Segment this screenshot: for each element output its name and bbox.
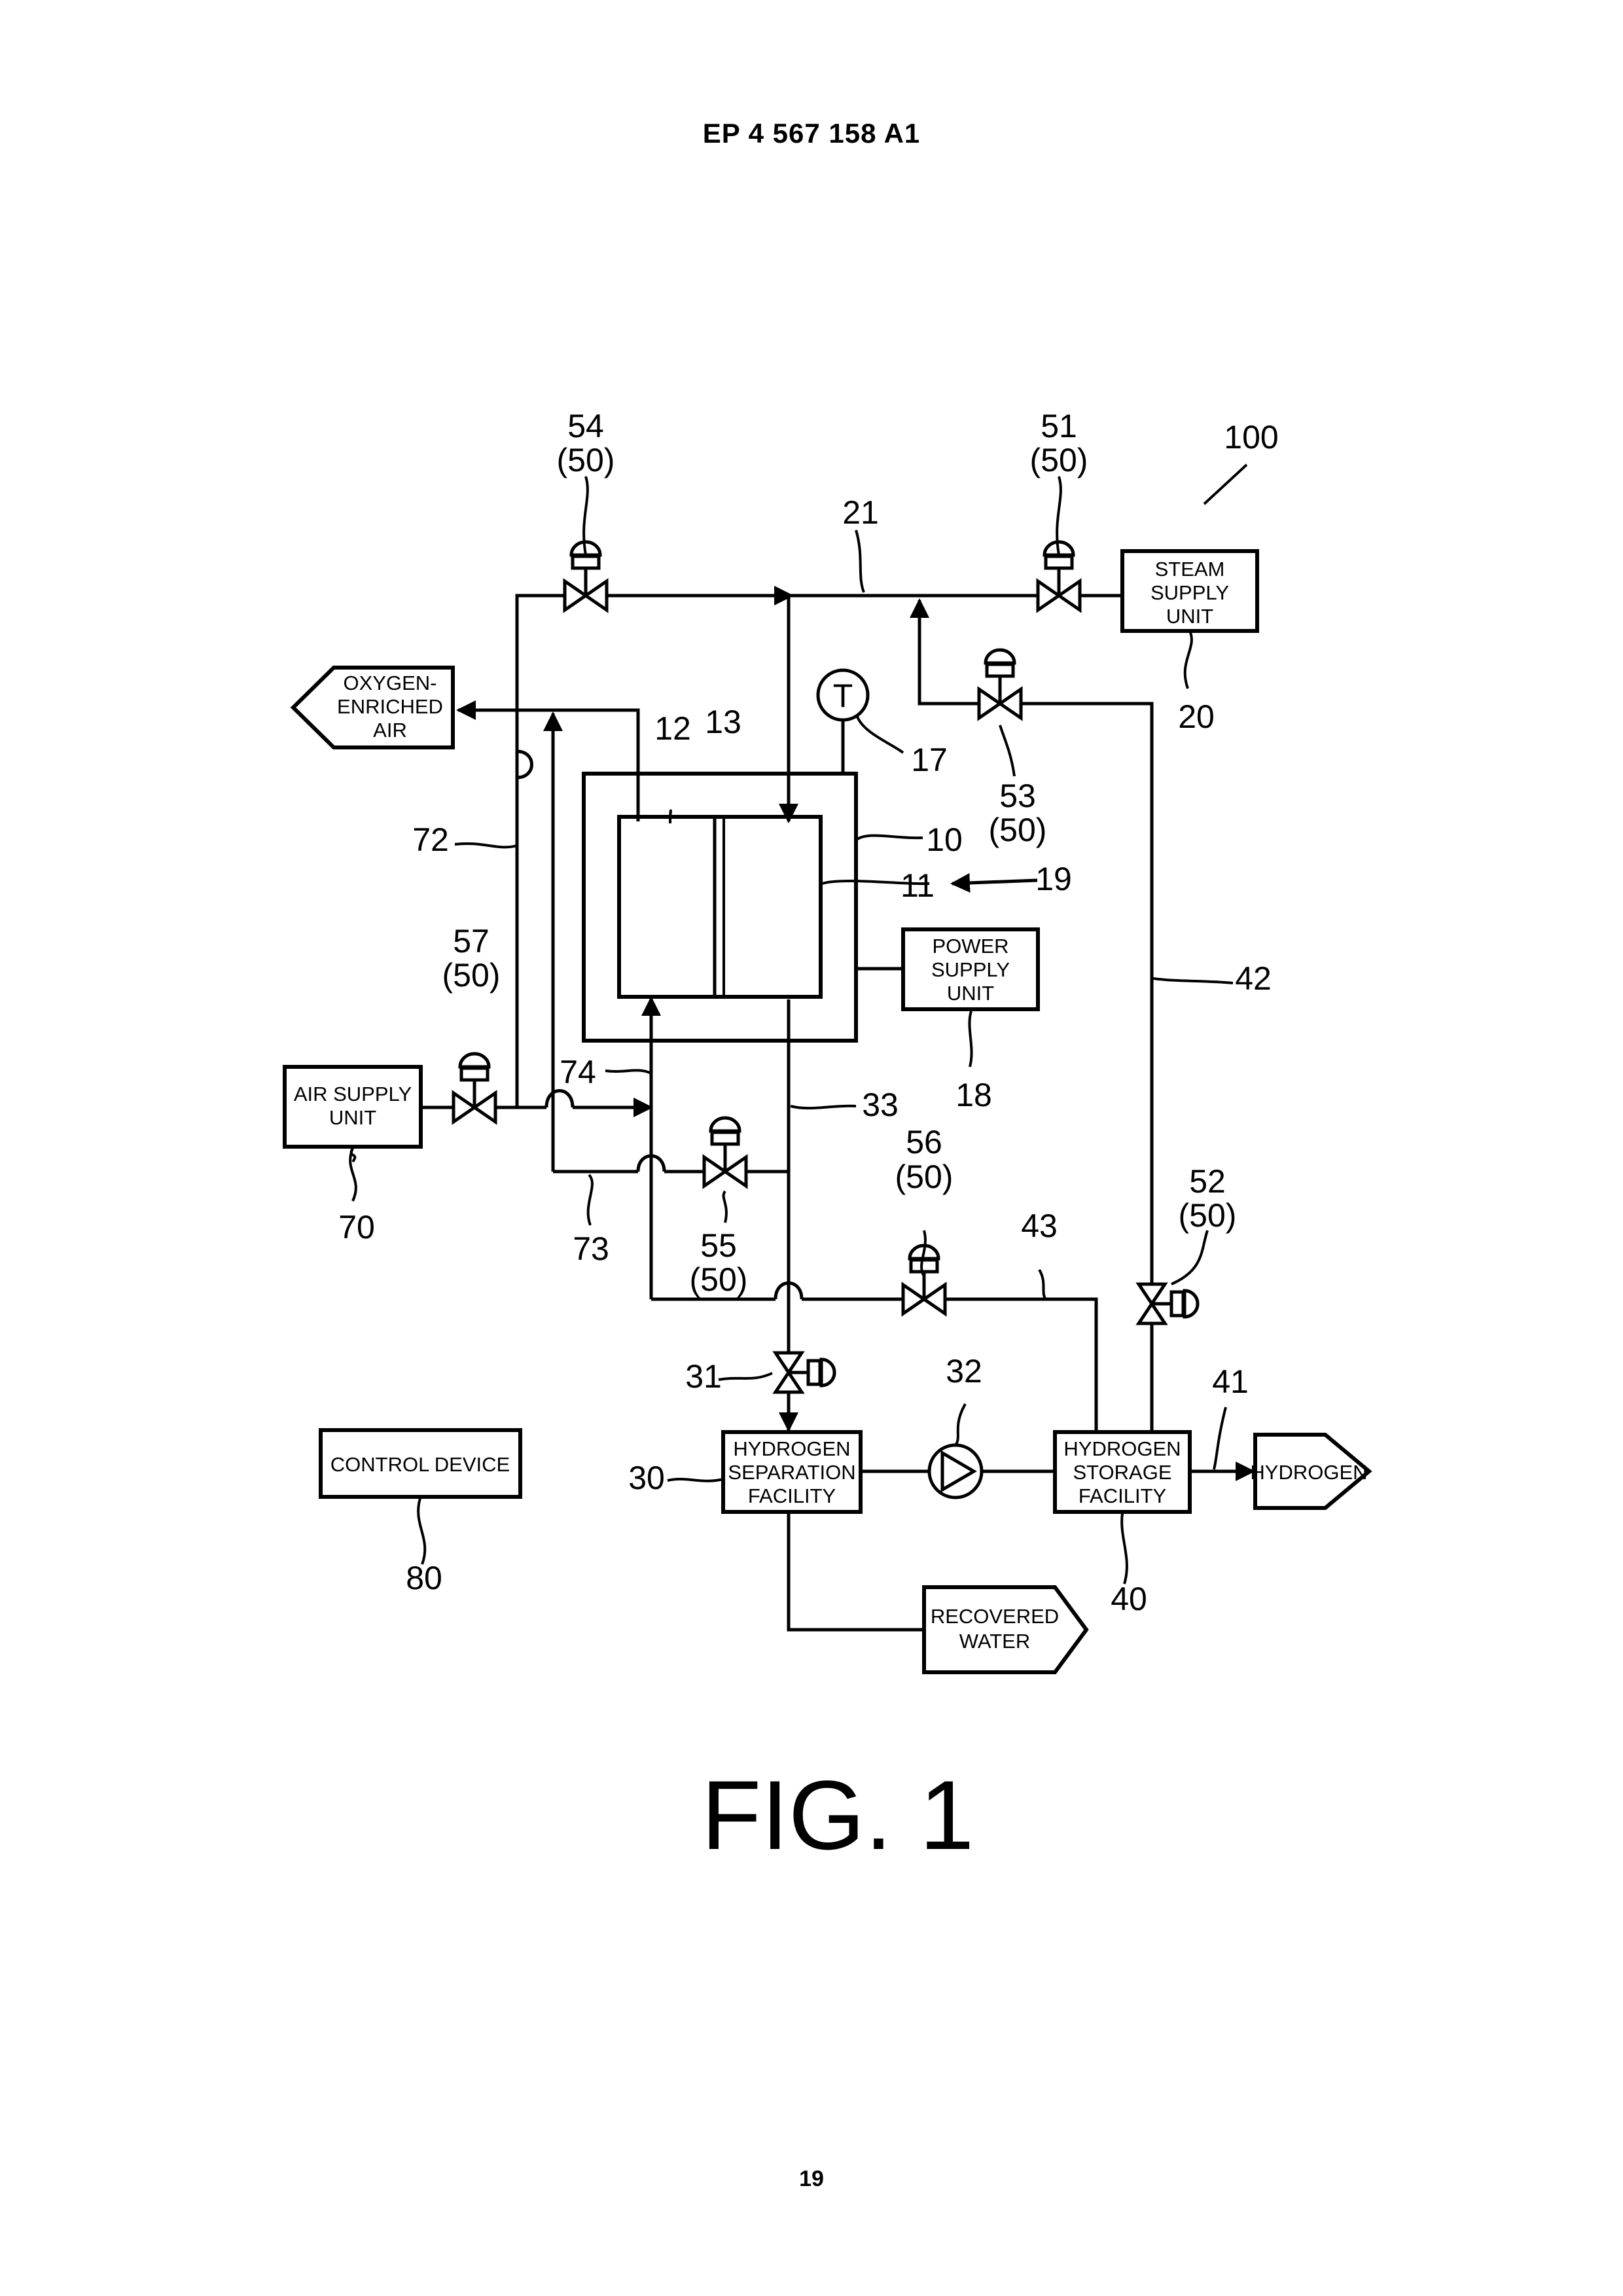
storage-line-1: HYDROGEN (1063, 1437, 1181, 1460)
label-73: 73 (573, 1230, 609, 1267)
label-57: 57 (453, 923, 490, 960)
label-56-group: (50) (895, 1158, 954, 1195)
label-51: 51 (1041, 408, 1077, 444)
hydrogen-output-label: HYDROGEN (1250, 1461, 1367, 1484)
label-43: 43 (1021, 1208, 1058, 1244)
recovered-water-output: RECOVERED WATER (924, 1587, 1086, 1672)
hydrogen-output: HYDROGEN (1250, 1435, 1369, 1508)
oxy-line-1: OXYGEN- (344, 672, 437, 694)
air-supply-unit: AIR SUPPLY UNIT (285, 1067, 421, 1147)
label-80: 80 (406, 1560, 442, 1596)
power-line-2: SUPPLY (931, 958, 1010, 981)
label-100: 100 (1224, 419, 1278, 456)
label-42: 42 (1235, 960, 1272, 997)
label-57-group: (50) (442, 957, 501, 994)
leader-lines (350, 465, 1247, 1584)
label-70: 70 (338, 1209, 375, 1246)
oxy-line-3: AIR (373, 719, 407, 742)
air-line-2: UNIT (329, 1106, 376, 1129)
recovered-water-line (789, 1512, 923, 1630)
cell-11 (619, 817, 821, 997)
storage-line-3: FACILITY (1079, 1484, 1166, 1507)
label-74: 74 (560, 1054, 596, 1090)
sep-line-2: SEPARATION (728, 1461, 855, 1484)
label-40: 40 (1111, 1581, 1147, 1617)
page-number: 19 (0, 2166, 1623, 2192)
temp-sensor-symbol: T (833, 677, 853, 714)
label-17: 17 (911, 742, 948, 778)
label-54-group: (50) (557, 442, 615, 478)
label-53-group: (50) (989, 812, 1047, 848)
control-device: CONTROL DEVICE (321, 1430, 520, 1497)
label-13: 13 (705, 704, 741, 740)
water-line-2: WATER (959, 1630, 1031, 1653)
line-21-left (517, 596, 792, 778)
label-21: 21 (842, 494, 879, 531)
arrow-19 (952, 880, 1037, 884)
sep-line-3: FACILITY (748, 1484, 836, 1507)
label-55-group: (50) (690, 1261, 748, 1298)
steam-supply-unit: STEAM SUPPLY UNIT (1122, 551, 1257, 631)
label-20: 20 (1178, 698, 1215, 735)
figure-caption: FIG. 1 (702, 1760, 974, 1870)
valve-52 (1139, 1284, 1198, 1323)
label-30: 30 (628, 1460, 665, 1496)
label-41: 41 (1212, 1363, 1249, 1400)
label-32: 32 (946, 1353, 982, 1390)
label-72: 72 (412, 821, 449, 858)
hydrogen-storage-facility: HYDROGEN STORAGE FACILITY (1055, 1432, 1190, 1512)
valve-55 (704, 1118, 746, 1186)
line-42 (919, 600, 1152, 1431)
label-18: 18 (955, 1077, 992, 1113)
hydrogen-separation-facility: HYDROGEN SEPARATION FACILITY (723, 1432, 861, 1512)
oxygen-outlet-line (458, 710, 638, 821)
label-53: 53 (999, 778, 1036, 814)
valve-31 (776, 1353, 834, 1392)
steam-line-1: STEAM (1155, 558, 1225, 581)
label-31: 31 (685, 1358, 722, 1395)
label-11: 11 (901, 867, 935, 904)
label-56: 56 (906, 1124, 942, 1160)
water-line-1: RECOVERED (931, 1605, 1059, 1628)
label-54: 54 (567, 408, 604, 444)
label-52: 52 (1189, 1163, 1226, 1200)
steam-line-2: SUPPLY (1150, 581, 1229, 604)
oxy-line-2: ENRICHED (337, 695, 443, 718)
cell-housing-10 (584, 774, 856, 1041)
power-line-3: UNIT (947, 982, 994, 1005)
power-supply-unit: POWER SUPPLY UNIT (903, 929, 1038, 1009)
label-55: 55 (700, 1227, 737, 1264)
steam-line-3: UNIT (1166, 605, 1213, 628)
electrolysis-cell (584, 774, 856, 1041)
label-10: 10 (926, 821, 963, 858)
label-33: 33 (862, 1086, 899, 1123)
sep-line-1: HYDROGEN (733, 1437, 850, 1460)
valve-53 (979, 650, 1021, 718)
oxygen-enriched-air-output: OXYGEN- ENRICHED AIR (293, 668, 453, 747)
label-52-group: (50) (1179, 1197, 1237, 1234)
pump-32 (929, 1445, 982, 1498)
label-12: 12 (654, 710, 691, 747)
power-line-1: POWER (932, 935, 1008, 958)
label-19: 19 (1035, 861, 1072, 897)
control-device-label: CONTROL DEVICE (330, 1453, 510, 1476)
temperature-sensor-17: T (818, 670, 868, 720)
label-51-group: (50) (1030, 442, 1088, 478)
storage-line-2: STORAGE (1073, 1461, 1171, 1484)
air-hop-72 (546, 1091, 573, 1108)
line-72-hop (517, 751, 532, 778)
air-line-1: AIR SUPPLY (294, 1083, 412, 1105)
valve-57 (454, 1054, 495, 1122)
